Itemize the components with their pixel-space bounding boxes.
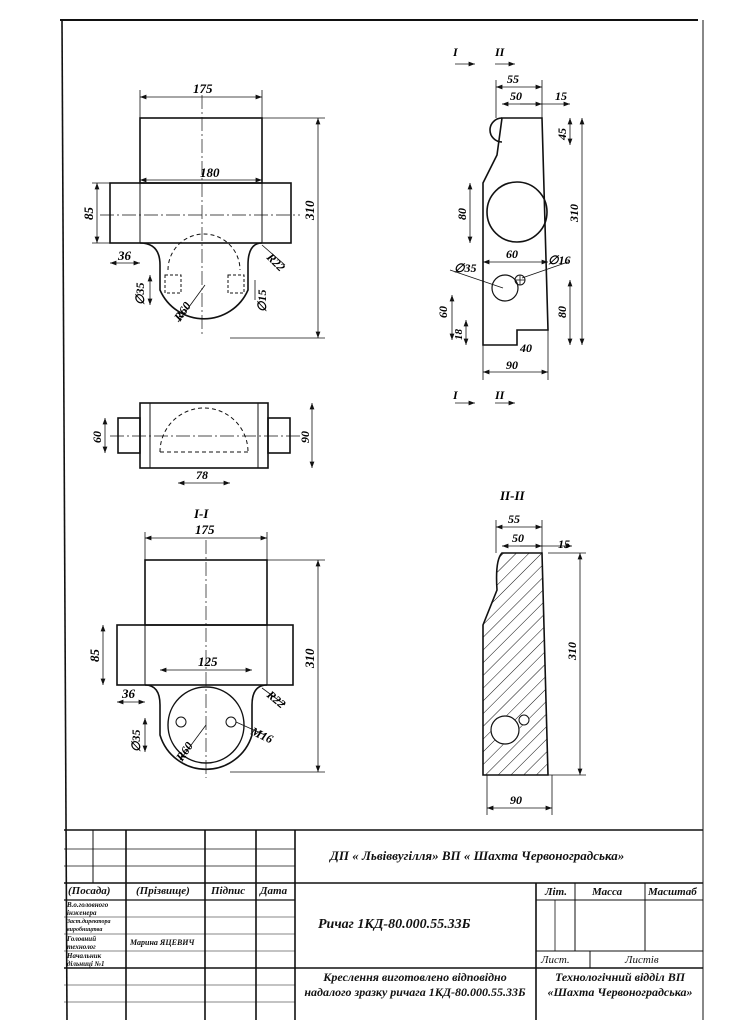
side-dim-18: 18 <box>453 329 465 341</box>
sec1-dim-r22: R22 <box>263 687 288 711</box>
front-dim-d15: ∅15 <box>255 290 269 312</box>
top-dim-90: 90 <box>298 431 312 443</box>
technologist-name: Марина ЯЦЕВИЧ <box>130 938 195 947</box>
front-view <box>100 95 300 335</box>
title-block-grid <box>64 829 703 1020</box>
side-dim-55: 55 <box>507 72 519 86</box>
organization-label: ДП « Львіввугілля» ВП « Шахта Червоногра… <box>330 848 625 863</box>
sheets-label: Листів <box>625 954 659 966</box>
section-mark-ii-bottom: II <box>494 388 506 402</box>
front-dim-r60: R60 <box>170 299 194 324</box>
drawing-title: Ричаг 1КД-80.000.55.33Б <box>318 917 471 932</box>
side-dim-60: 60 <box>506 247 518 261</box>
sec2-dim-55: 55 <box>508 512 520 526</box>
side-dim-310: 310 <box>567 204 581 223</box>
section-ii-title: II-II <box>499 488 526 503</box>
col-signature-header: Підпис <box>211 885 246 897</box>
sheet-label: Лист. <box>541 954 570 966</box>
scale-label: Масштаб <box>648 886 697 898</box>
section-mark-ii-top: II <box>494 45 506 59</box>
sec2-dim-310: 310 <box>565 642 579 661</box>
section-i-title: I-I <box>193 506 209 521</box>
frame-left <box>61 19 68 1021</box>
sec1-dim-310: 310 <box>302 648 317 669</box>
sec2-dim-50: 50 <box>512 531 524 545</box>
front-dim-d35: ∅35 <box>133 283 147 305</box>
front-view-dims <box>92 90 325 339</box>
role-section-head: Начальник дільниці №1 <box>67 952 105 968</box>
drawing-note: Креслення виготовлено відповідно надалог… <box>304 970 526 999</box>
side-view <box>482 117 549 346</box>
col-position-header: (Посада) <box>68 885 111 897</box>
side-dim-80b: 80 <box>555 306 569 318</box>
top-view-dims <box>102 403 315 486</box>
top-dim-78: 78 <box>196 468 208 482</box>
section-mark-i-bottom: I <box>452 388 459 402</box>
side-dim-45: 45 <box>555 128 569 141</box>
front-dim-r22: R22 <box>263 250 288 275</box>
top-view <box>110 402 300 469</box>
section-i-dims <box>100 532 325 773</box>
front-dim-175: 175 <box>193 81 213 96</box>
section-mark-i-top: I <box>452 45 459 59</box>
department-label: Технологічний відділ ВП «Шахта Червоногр… <box>547 970 693 999</box>
sec1-dim-d35: ∅35 <box>129 730 143 752</box>
role-chief-engineer: В.о.головного інженера <box>67 901 109 917</box>
side-dim-d16: ∅16 <box>548 253 570 267</box>
sec1-dim-125: 125 <box>198 654 218 669</box>
side-dim-15: 15 <box>555 89 567 103</box>
front-dim-36: 36 <box>117 248 132 263</box>
sec1-dim-36: 36 <box>121 686 136 701</box>
col-surname-header: (Прізвище) <box>136 885 190 897</box>
section-ii-view <box>482 552 549 776</box>
side-dim-60b: 60 <box>436 306 450 318</box>
side-dim-50: 50 <box>510 89 522 103</box>
front-dim-180: 180 <box>200 165 220 180</box>
sec2-dim-15: 15 <box>558 537 570 551</box>
side-dim-80: 80 <box>455 208 469 220</box>
side-view-dims <box>449 61 585 406</box>
lit-label: Літ. <box>545 886 568 898</box>
sec2-dim-90: 90 <box>510 793 522 807</box>
sec1-dim-175: 175 <box>195 522 215 537</box>
section-i-view <box>116 540 294 778</box>
front-dim-85: 85 <box>81 207 96 221</box>
side-dim-d35: ∅35 <box>454 261 476 275</box>
side-dim-90: 90 <box>506 358 518 372</box>
role-chief-technologist: Головний технолог <box>67 935 97 951</box>
col-date-header: Дата <box>260 885 288 897</box>
mass-label: Масса <box>592 886 623 898</box>
side-dim-40: 40 <box>519 341 532 355</box>
section-ii-dims <box>486 520 586 815</box>
front-dim-310: 310 <box>302 200 317 221</box>
top-dim-60: 60 <box>90 431 104 443</box>
sec1-dim-85: 85 <box>87 649 102 663</box>
role-deputy-director: Заст.директора виробництва <box>67 919 111 933</box>
